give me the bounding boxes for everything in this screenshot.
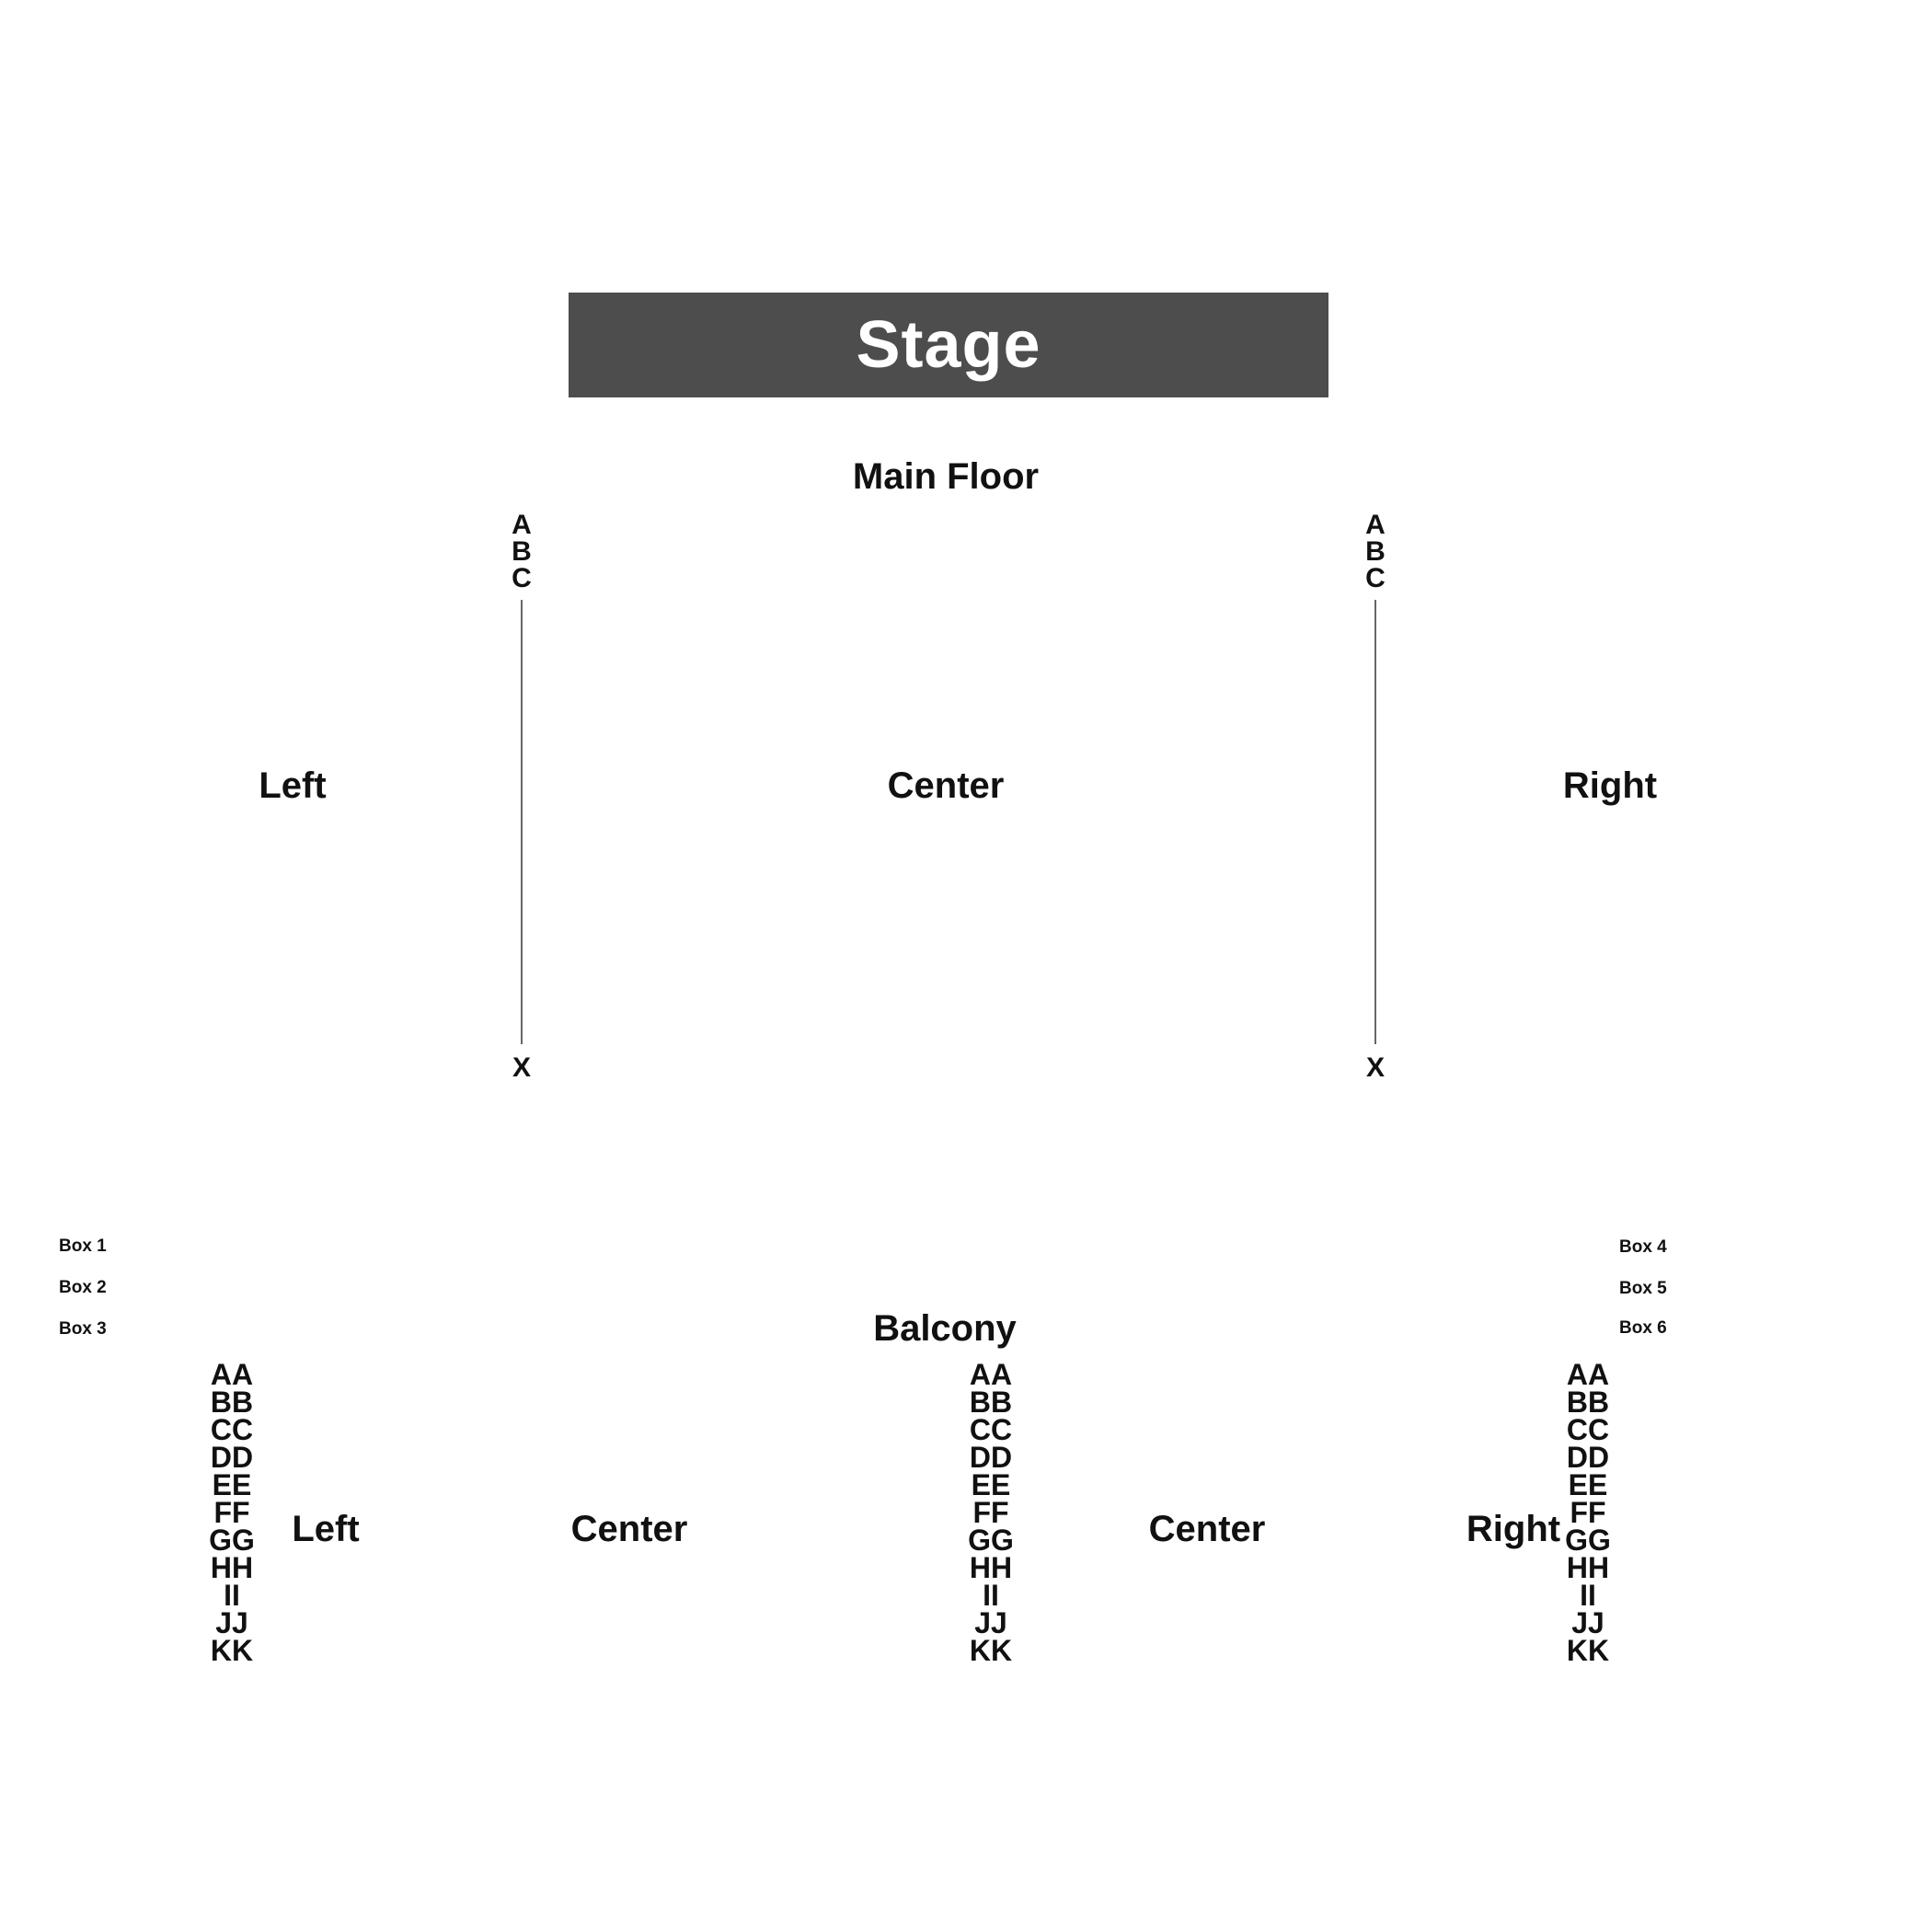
row-label: KK bbox=[210, 1634, 254, 1667]
box-3[interactable]: Box 3 bbox=[59, 1319, 107, 1339]
row-label: KK bbox=[1566, 1634, 1610, 1667]
main-floor-left-label[interactable]: Left bbox=[259, 765, 327, 806]
balcony-left-label[interactable]: Left bbox=[292, 1509, 360, 1549]
stage-label: Stage bbox=[856, 308, 1041, 382]
row-label: C bbox=[512, 563, 532, 593]
row-label: HH bbox=[1566, 1551, 1610, 1584]
row-label: A bbox=[1365, 510, 1386, 540]
row-label: EE bbox=[971, 1468, 1011, 1501]
box-6[interactable]: Box 6 bbox=[1619, 1318, 1667, 1338]
row-label: EE bbox=[1568, 1468, 1608, 1501]
row-label: DD bbox=[969, 1441, 1013, 1474]
row-label: CC bbox=[210, 1413, 254, 1446]
balcony-right-label[interactable]: Right bbox=[1466, 1509, 1561, 1549]
row-label: KK bbox=[969, 1634, 1013, 1667]
right-aisle-divider bbox=[1374, 600, 1376, 1044]
row-label: HH bbox=[210, 1551, 254, 1584]
row-label: II bbox=[983, 1579, 999, 1612]
right-aisle-rows: A B C bbox=[1339, 512, 1412, 592]
row-label: BB bbox=[1566, 1386, 1610, 1419]
left-aisle-rows: A B C bbox=[485, 512, 558, 592]
row-label: II bbox=[224, 1579, 240, 1612]
box-1[interactable]: Box 1 bbox=[59, 1236, 107, 1256]
left-aisle-last-row: X bbox=[512, 1052, 531, 1083]
row-label: JJ bbox=[974, 1606, 1007, 1639]
row-label: EE bbox=[212, 1468, 252, 1501]
box-5[interactable]: Box 5 bbox=[1619, 1279, 1667, 1298]
row-label: FF bbox=[972, 1496, 1009, 1529]
box-4[interactable]: Box 4 bbox=[1619, 1237, 1667, 1257]
stage: Stage bbox=[569, 293, 1328, 397]
row-label: DD bbox=[210, 1441, 254, 1474]
row-label: GG bbox=[1565, 1524, 1611, 1557]
row-label: JJ bbox=[215, 1606, 248, 1639]
row-label: GG bbox=[968, 1524, 1014, 1557]
row-label: B bbox=[512, 536, 532, 567]
row-label: CC bbox=[1566, 1413, 1610, 1446]
balcony-title: Balcony bbox=[873, 1308, 1017, 1349]
row-label: JJ bbox=[1571, 1606, 1604, 1639]
row-label: FF bbox=[1570, 1496, 1606, 1529]
row-label: DD bbox=[1566, 1441, 1610, 1474]
row-label: AA bbox=[1566, 1358, 1610, 1391]
row-label: AA bbox=[969, 1358, 1013, 1391]
row-label: C bbox=[1365, 563, 1386, 593]
right-aisle-last-row: X bbox=[1365, 1052, 1385, 1083]
row-label: AA bbox=[210, 1358, 254, 1391]
row-label: BB bbox=[210, 1386, 254, 1419]
row-label: GG bbox=[209, 1524, 255, 1557]
row-label: B bbox=[1365, 536, 1386, 567]
row-label: CC bbox=[969, 1413, 1013, 1446]
left-aisle-divider bbox=[521, 600, 523, 1044]
row-label: HH bbox=[969, 1551, 1013, 1584]
main-floor-center-label[interactable]: Center bbox=[887, 765, 1005, 806]
row-label: II bbox=[1580, 1579, 1596, 1612]
main-floor-title: Main Floor bbox=[852, 456, 1040, 497]
row-label: A bbox=[512, 510, 532, 540]
row-label: BB bbox=[969, 1386, 1013, 1419]
main-floor-right-label[interactable]: Right bbox=[1562, 765, 1658, 806]
row-label: FF bbox=[213, 1496, 250, 1529]
box-2[interactable]: Box 2 bbox=[59, 1278, 107, 1297]
balcony-center-right-label[interactable]: Center bbox=[1148, 1509, 1266, 1549]
balcony-center-left-label[interactable]: Center bbox=[570, 1509, 688, 1549]
